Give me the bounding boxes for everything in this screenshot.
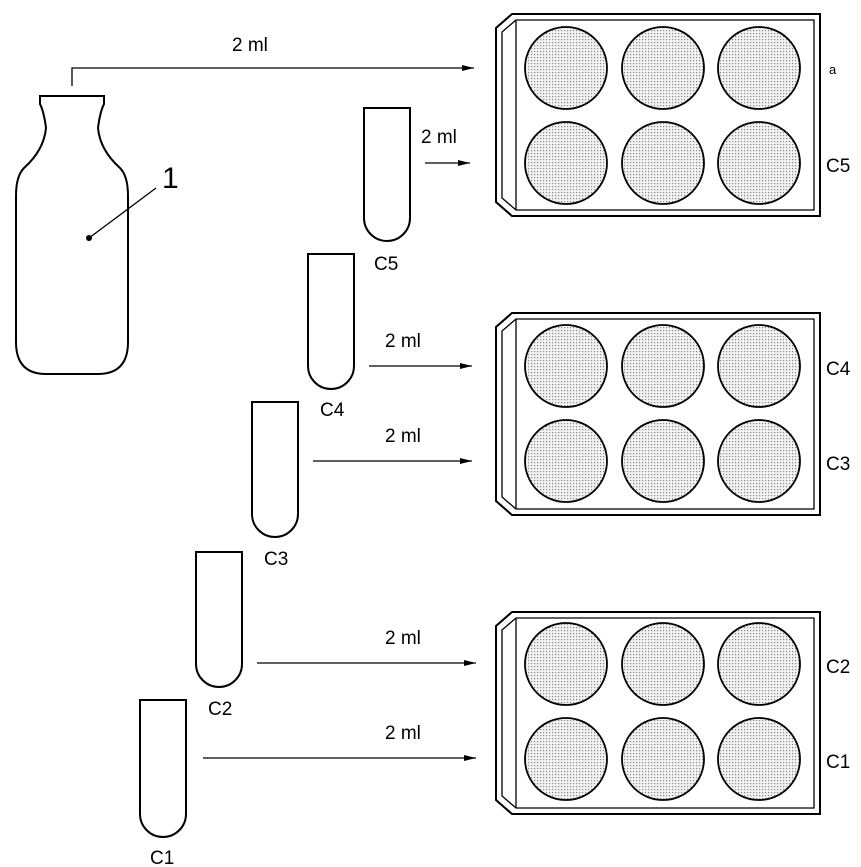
tube-c5: C5 bbox=[363, 107, 411, 275]
stock-bottle: 1 bbox=[15, 95, 179, 375]
well bbox=[621, 622, 705, 706]
transfer-arrow-c1: 2 ml bbox=[203, 723, 476, 761]
transfer-arrow-bottle: 2 ml bbox=[71, 35, 474, 86]
well bbox=[717, 717, 801, 801]
tube-outline bbox=[251, 401, 299, 538]
transfer-volume-label: 2 ml bbox=[232, 35, 268, 56]
bottle-outline bbox=[15, 95, 129, 375]
tube-outline bbox=[195, 551, 243, 688]
row-label: C3 bbox=[826, 454, 850, 475]
tube-c4: C4 bbox=[307, 253, 355, 421]
well bbox=[524, 324, 608, 408]
well bbox=[717, 26, 801, 110]
tube-c3: C3 bbox=[251, 401, 299, 570]
well bbox=[524, 419, 608, 503]
well bbox=[621, 121, 705, 205]
well bbox=[621, 717, 705, 801]
well bbox=[717, 121, 801, 205]
tube-outline bbox=[307, 253, 355, 390]
tube-label: C2 bbox=[208, 699, 232, 720]
well-plate-3: C2 C1 bbox=[495, 611, 850, 815]
arrow-line bbox=[71, 65, 474, 86]
transfer-volume-label: 2 ml bbox=[385, 723, 421, 744]
tube-outline bbox=[363, 107, 411, 242]
row-label: C4 bbox=[826, 359, 851, 380]
transfer-volume-label: 2 ml bbox=[421, 127, 457, 148]
tube-c1: C1 bbox=[139, 699, 187, 867]
tube-label: C1 bbox=[150, 848, 174, 867]
well bbox=[524, 26, 608, 110]
well bbox=[717, 622, 801, 706]
row-label: C1 bbox=[826, 752, 850, 773]
transfer-volume-label: 2 ml bbox=[385, 331, 421, 352]
transfer-arrow-c4: 2 ml bbox=[369, 331, 472, 369]
well bbox=[621, 26, 705, 110]
row-label: C2 bbox=[826, 657, 850, 678]
well bbox=[717, 324, 801, 408]
well bbox=[524, 121, 608, 205]
bottle-leader-line bbox=[88, 187, 157, 239]
row-label: C5 bbox=[826, 156, 850, 177]
corner-label: a bbox=[829, 62, 837, 77]
well bbox=[524, 622, 608, 706]
bottle-label: 1 bbox=[162, 162, 179, 195]
well bbox=[621, 324, 705, 408]
well-plate-1: a C5 bbox=[495, 13, 850, 217]
well-plate-2: C4 C3 bbox=[495, 312, 851, 516]
tube-label: C4 bbox=[320, 400, 345, 421]
tube-label: C5 bbox=[374, 254, 398, 275]
tube-label: C3 bbox=[264, 549, 288, 570]
transfer-arrow-c5: 2 ml bbox=[421, 127, 470, 166]
tube-c2: C2 bbox=[195, 551, 243, 720]
well bbox=[717, 419, 801, 503]
transfer-volume-label: 2 ml bbox=[385, 426, 421, 447]
transfer-arrow-c3: 2 ml bbox=[313, 426, 472, 464]
well bbox=[621, 419, 705, 503]
transfer-arrow-c2: 2 ml bbox=[257, 628, 476, 666]
well bbox=[524, 717, 608, 801]
transfer-volume-label: 2 ml bbox=[385, 628, 421, 649]
tube-outline bbox=[139, 699, 187, 838]
